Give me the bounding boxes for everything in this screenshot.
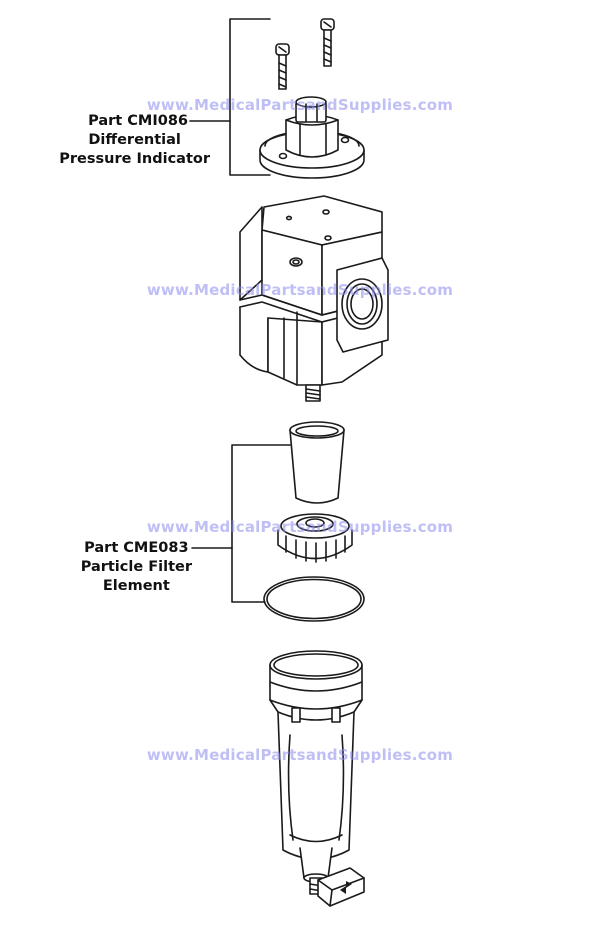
indicator-bracket [189,18,271,176]
screw-left [275,43,290,90]
o-ring [263,576,365,622]
filter-part-number: Part CME083 [84,540,189,556]
drain-valve [317,867,365,907]
filter-name-line1: Particle Filter [80,559,192,575]
indicator-name-line1: Differential [88,132,181,148]
screw-right [320,18,335,67]
filter-name-line2: Element [102,578,170,594]
indicator-part-number: Part CMI086 [88,113,188,129]
filter-callout: Part CME083 Particle Filter Element [81,539,192,596]
pressure-indicator-part [259,96,365,179]
indicator-name-line2: Pressure Indicator [59,151,210,167]
filter-retainer [277,513,353,563]
filter-head-housing [239,195,389,402]
filter-bowl [269,650,363,895]
indicator-callout: Part CMI086 Differential Pressure Indica… [59,112,210,169]
filter-bracket [191,444,291,603]
particle-filter-element [289,421,345,504]
